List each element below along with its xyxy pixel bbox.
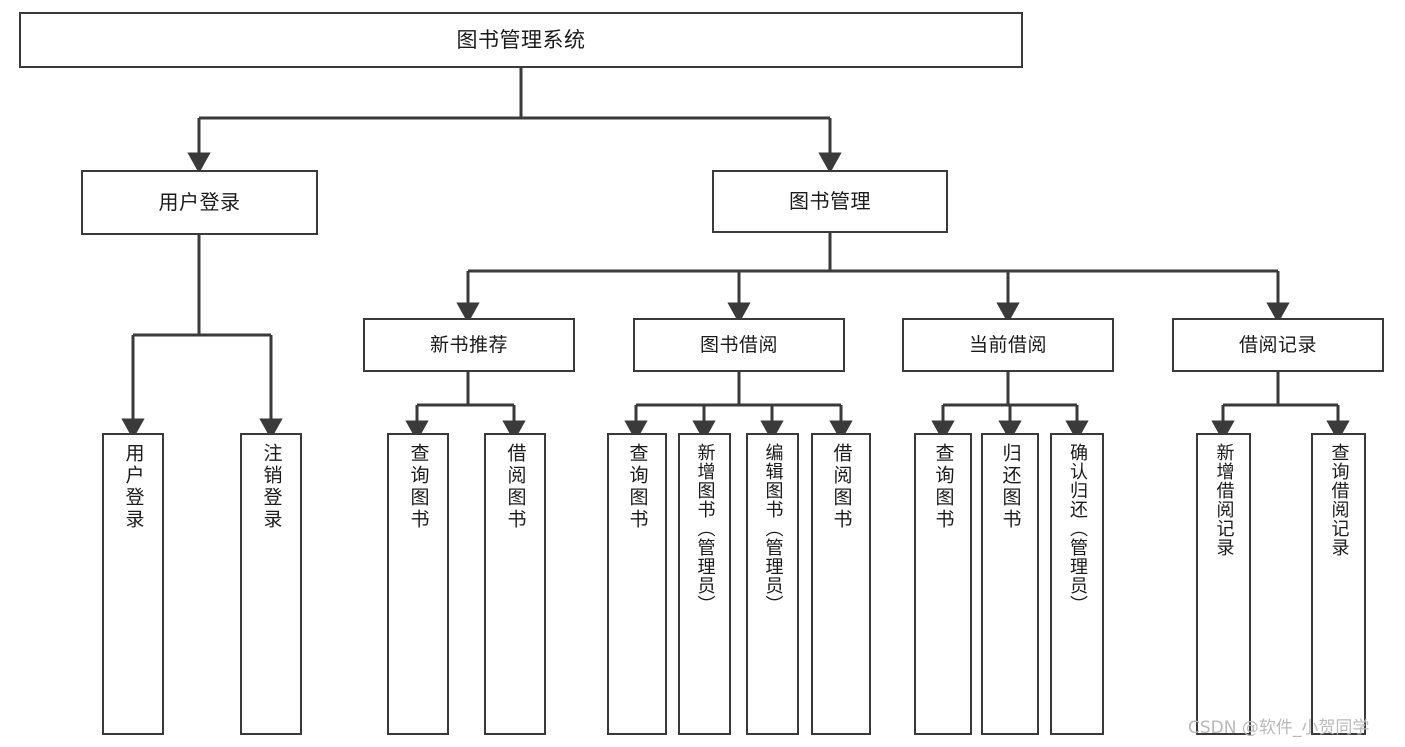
node-leaf-add-record[interactable]: 新增借阅记录: [1196, 433, 1251, 735]
node-leaf-user-login-label: 用户登录: [122, 443, 145, 531]
node-leaf-query-record[interactable]: 查询借阅记录: [1311, 433, 1366, 735]
node-new-book-rec-label: 新书推荐: [429, 333, 508, 356]
node-leaf-query-book-3[interactable]: 查询图书: [914, 433, 972, 735]
node-leaf-add-book-label: 新增图书（管理员）: [694, 443, 716, 614]
node-leaf-borrow-book-1[interactable]: 借阅图书: [484, 433, 546, 735]
node-leaf-borrow-book-1-label: 借阅图书: [504, 443, 527, 531]
node-current-borrow[interactable]: 当前借阅: [902, 318, 1114, 372]
node-book-manage-label: 图书管理: [789, 188, 871, 213]
node-leaf-logout[interactable]: 注销登录: [240, 433, 302, 735]
node-leaf-query-book-2[interactable]: 查询图书: [607, 433, 667, 735]
node-borrow-record[interactable]: 借阅记录: [1172, 318, 1384, 372]
node-leaf-return-book-label: 归还图书: [999, 443, 1022, 531]
node-leaf-return-book[interactable]: 归还图书: [981, 433, 1039, 735]
node-user-login[interactable]: 用户登录: [81, 170, 318, 235]
node-book-borrow-label: 图书借阅: [699, 333, 778, 356]
node-leaf-query-book-1-label: 查询图书: [407, 443, 430, 531]
node-leaf-confirm-return[interactable]: 确认归还（管理员）: [1050, 433, 1104, 735]
node-leaf-query-book-1[interactable]: 查询图书: [387, 433, 449, 735]
node-new-book-rec[interactable]: 新书推荐: [363, 318, 575, 372]
node-leaf-edit-book[interactable]: 编辑图书（管理员）: [746, 433, 799, 735]
node-leaf-add-book[interactable]: 新增图书（管理员）: [678, 433, 731, 735]
node-leaf-query-book-3-label: 查询图书: [932, 443, 955, 531]
node-leaf-query-book-2-label: 查询图书: [626, 443, 649, 531]
node-leaf-edit-book-label: 编辑图书（管理员）: [762, 443, 784, 614]
node-book-borrow[interactable]: 图书借阅: [633, 318, 845, 372]
node-root-label: 图书管理系统: [456, 27, 586, 52]
node-leaf-borrow-book-2-label: 借阅图书: [830, 443, 853, 531]
watermark: CSDN @软件_小贺同学: [1188, 718, 1370, 738]
node-leaf-logout-label: 注销登录: [260, 443, 283, 531]
node-leaf-user-login[interactable]: 用户登录: [102, 433, 164, 735]
node-current-borrow-label: 当前借阅: [968, 333, 1047, 356]
node-borrow-record-label: 借阅记录: [1238, 333, 1317, 356]
node-leaf-add-record-label: 新增借阅记录: [1213, 443, 1235, 557]
node-root[interactable]: 图书管理系统: [19, 12, 1023, 68]
node-book-manage[interactable]: 图书管理: [712, 170, 948, 233]
node-user-login-label: 用户登录: [158, 189, 241, 214]
node-leaf-confirm-return-label: 确认归还（管理员）: [1067, 443, 1088, 614]
node-leaf-borrow-book-2[interactable]: 借阅图书: [811, 433, 871, 735]
node-leaf-query-record-label: 查询借阅记录: [1328, 443, 1350, 557]
